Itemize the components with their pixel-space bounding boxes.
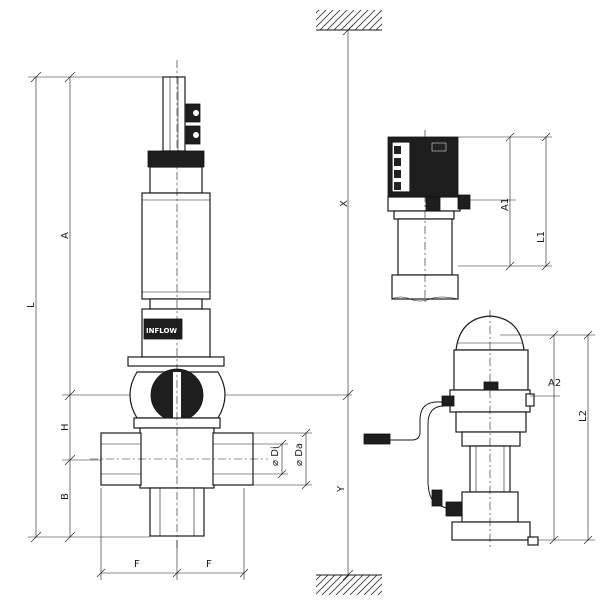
dim-label-y: Y	[336, 485, 347, 493]
brand-label: INFLOW	[146, 327, 177, 335]
f-dimensions	[96, 488, 249, 580]
ceiling-hatch	[316, 10, 382, 31]
dim-label-a2: A2	[548, 378, 561, 389]
dim-label-di: ⌀ Di	[270, 446, 281, 466]
dim-label-a: A	[60, 232, 71, 239]
dim-label-da: ⌀ Da	[294, 443, 305, 466]
dim-label-f-left: F	[134, 559, 140, 570]
x-y-dimension	[342, 24, 354, 581]
dim-label-l: L	[26, 302, 37, 308]
main-valve: INFLOW	[90, 60, 268, 548]
dim-label-f-right: F	[206, 559, 212, 570]
control-head-dome-detail	[363, 310, 539, 548]
control-head-detail	[387, 130, 471, 302]
a1-l1-dimensions	[458, 132, 552, 271]
dim-label-l1: L1	[536, 231, 547, 243]
dim-label-a1: A1	[500, 198, 511, 211]
dim-label-h: H	[60, 423, 71, 431]
diameter-dimensions	[253, 428, 312, 490]
a2-l2-dimensions	[500, 330, 595, 545]
dim-label-b: B	[60, 493, 71, 500]
dim-label-x: X	[339, 200, 350, 207]
dim-label-l2: L2	[578, 410, 589, 422]
floor-hatch	[316, 574, 382, 595]
